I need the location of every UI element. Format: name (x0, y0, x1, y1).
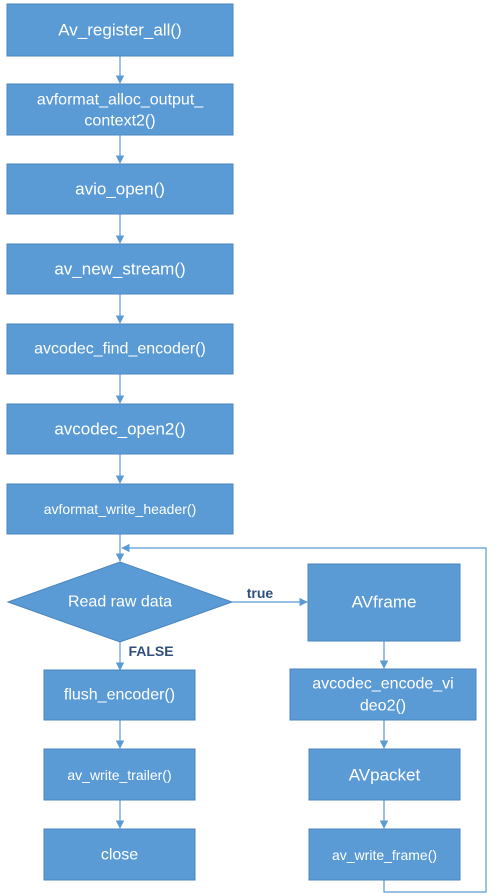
node-avpacket: AVpacket (308, 748, 461, 801)
node-alloc-output-context: avformat_alloc_output_ context2() (6, 83, 234, 136)
node-alloc-output-label-line2: context2() (84, 113, 155, 130)
node-find-encoder: avcodec_find_encoder() (6, 323, 234, 375)
node-close: close (43, 828, 196, 881)
node-new-stream-label: av_new_stream() (54, 260, 185, 279)
edge-label-true: true (247, 585, 274, 601)
node-flush-encoder: flush_encoder() (43, 669, 196, 721)
node-read-raw-data: Read raw data (6, 561, 234, 643)
node-write-trailer-label: av_write_trailer() (67, 767, 171, 783)
node-avpacket-label: AVpacket (349, 766, 421, 785)
node-avio-open: avio_open() (6, 163, 234, 215)
node-close-label: close (101, 847, 138, 864)
node-write-frame: av_write_frame() (308, 828, 461, 881)
node-read-raw-data-label: Read raw data (68, 594, 172, 611)
node-new-stream: av_new_stream() (6, 243, 234, 295)
node-avframe: AVframe (307, 563, 461, 642)
node-avframe-label: AVframe (352, 593, 417, 612)
node-open2-label: avcodec_open2() (54, 420, 185, 439)
node-alloc-output-label-line1: avformat_alloc_output_ (37, 92, 204, 109)
node-encode-video-label-line2: deo2() (360, 698, 406, 715)
edge-loop-back (121, 543, 487, 893)
node-encode-video-label-line1: avcodec_encode_vi (312, 676, 453, 693)
node-write-trailer: av_write_trailer() (43, 748, 196, 801)
node-register-all-label: Av_register_all() (58, 21, 181, 40)
edge-label-false: FALSE (128, 643, 173, 659)
node-find-encoder-label: avcodec_find_encoder() (34, 341, 206, 358)
node-encode-video: avcodec_encode_vi deo2() (289, 668, 477, 721)
node-write-frame-label: av_write_frame() (332, 847, 437, 863)
node-write-header-label: avformat_write_header() (44, 501, 197, 517)
node-open2: avcodec_open2() (6, 403, 234, 455)
node-register-all: Av_register_all() (6, 3, 234, 57)
node-flush-encoder-label: flush_encoder() (64, 687, 175, 704)
node-write-header: avformat_write_header() (6, 483, 234, 535)
node-avio-open-label: avio_open() (75, 180, 165, 199)
